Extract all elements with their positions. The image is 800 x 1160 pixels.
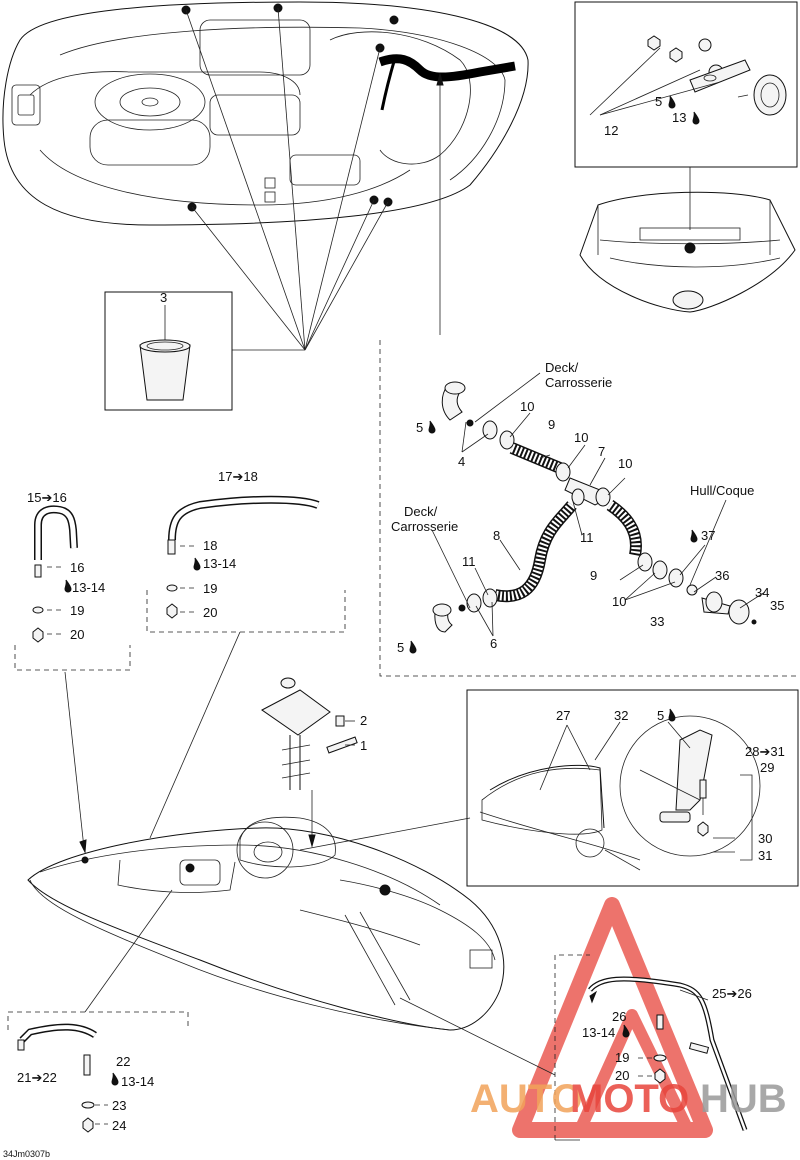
callout-9-a: 9 — [548, 417, 555, 432]
drop-icon — [690, 529, 698, 543]
callout-9-b: 9 — [590, 568, 597, 583]
callout-37: 37 — [701, 528, 715, 543]
label-deck-mid-2: Carrosserie — [391, 519, 458, 534]
drop-icon — [64, 579, 72, 593]
handle-17-group: 17➔18 18 13-14 19 20 — [146, 469, 346, 839]
drop-icon — [428, 420, 436, 434]
pedestal-group: 2 1 — [261, 677, 367, 848]
hose-panel: Deck/ Carrosserie 5 4 10 9 10 7 10 Hull/… — [379, 340, 798, 677]
diagram-code: 34Jm0307b — [3, 1149, 50, 1159]
callout-6: 6 — [490, 636, 497, 651]
deck-top-view — [2, 1, 529, 226]
callout-7: 7 — [598, 444, 605, 459]
callout-18: 18 — [203, 538, 217, 553]
callout-21-to-22: 21➔22 — [17, 1070, 57, 1085]
deck-leaders — [185, 7, 444, 351]
callout-3: 3 — [160, 290, 167, 305]
callout-5-inset-right: 5 — [657, 708, 664, 723]
callout-30: 30 — [758, 831, 772, 846]
callout-13-inset: 13 — [672, 110, 686, 125]
callout-28-to-31: 28➔31 — [745, 744, 785, 759]
callout-36: 36 — [715, 568, 729, 583]
callout-24: 24 — [112, 1118, 126, 1133]
callout-5-bottom: 5 — [397, 640, 404, 655]
callout-19-a: 19 — [70, 603, 84, 618]
drop-icon — [668, 95, 676, 109]
drop-icon — [668, 708, 676, 722]
callout-22: 22 — [116, 1054, 130, 1069]
drop-icon — [692, 111, 700, 125]
callout-16: 16 — [70, 560, 84, 575]
callout-20-c: 20 — [615, 1068, 629, 1083]
callout-20-b: 20 — [203, 605, 217, 620]
callout-29: 29 — [760, 760, 774, 775]
watermark-moto: MOTO — [570, 1077, 689, 1121]
watermark-auto: AUTO — [470, 1077, 583, 1121]
inset-windshield: 27 32 5 28➔31 29 30 31 — [466, 689, 799, 887]
callout-31: 31 — [758, 848, 772, 863]
label-deck-top-2: Carrosserie — [545, 375, 612, 390]
callout-32: 32 — [614, 708, 628, 723]
boat-main-view — [27, 816, 556, 1076]
callout-19-b: 19 — [203, 581, 217, 596]
label-deck-mid-1: Deck/ — [404, 504, 438, 519]
callout-34: 34 — [755, 585, 769, 600]
handle-21-group: 21➔22 22 13-14 23 24 — [7, 889, 189, 1133]
drop-icon — [111, 1072, 119, 1086]
callout-15-to-16: 15➔16 — [27, 490, 67, 505]
drop-icon — [622, 1024, 630, 1038]
callout-13-14-c: 13-14 — [121, 1074, 154, 1089]
callout-5-inset: 5 — [655, 94, 662, 109]
callout-5-top: 5 — [416, 420, 423, 435]
callout-11-b: 11 — [462, 554, 476, 569]
callout-17-to-18: 17➔18 — [218, 469, 258, 484]
callout-11-a: 11 — [580, 530, 594, 545]
callout-2: 2 — [360, 713, 367, 728]
callout-10-a: 10 — [520, 399, 534, 414]
callout-35: 35 — [770, 598, 784, 613]
callout-27: 27 — [556, 708, 570, 723]
callout-13-14-a: 13-14 — [72, 580, 105, 595]
callout-13-14-b: 13-14 — [203, 556, 236, 571]
cup-holder-box: 3 — [104, 290, 233, 411]
watermark-text: AUTO MOTO HUB — [470, 1077, 787, 1121]
callout-23: 23 — [112, 1098, 126, 1113]
callout-10-d: 10 — [612, 594, 626, 609]
callout-33: 33 — [650, 614, 664, 629]
callout-13-14-d: 13-14 — [582, 1025, 615, 1040]
callout-4: 4 — [458, 454, 465, 469]
label-deck-top-1: Deck/ — [545, 360, 579, 375]
callout-1: 1 — [360, 738, 367, 753]
callout-8: 8 — [493, 528, 500, 543]
drop-icon — [409, 640, 417, 654]
drop-icon — [193, 557, 201, 571]
callout-25-to-26: 25➔26 — [712, 986, 752, 1001]
inset-drain-plug: 12 5 13 — [574, 1, 798, 230]
hull-rear-view — [579, 191, 796, 313]
label-hull: Hull/Coque — [690, 483, 754, 498]
watermark-hub: HUB — [700, 1077, 787, 1121]
callout-10-b: 10 — [574, 430, 588, 445]
callout-12: 12 — [604, 123, 618, 138]
callout-20-a: 20 — [70, 627, 84, 642]
callout-10-c: 10 — [618, 456, 632, 471]
callout-26: 26 — [612, 1009, 626, 1024]
rail-25-group: 25➔26 26 13-14 19 20 — [554, 954, 752, 1141]
handle-15-group: 15➔16 16 13-14 19 20 — [14, 490, 131, 854]
callout-19-c: 19 — [615, 1050, 629, 1065]
